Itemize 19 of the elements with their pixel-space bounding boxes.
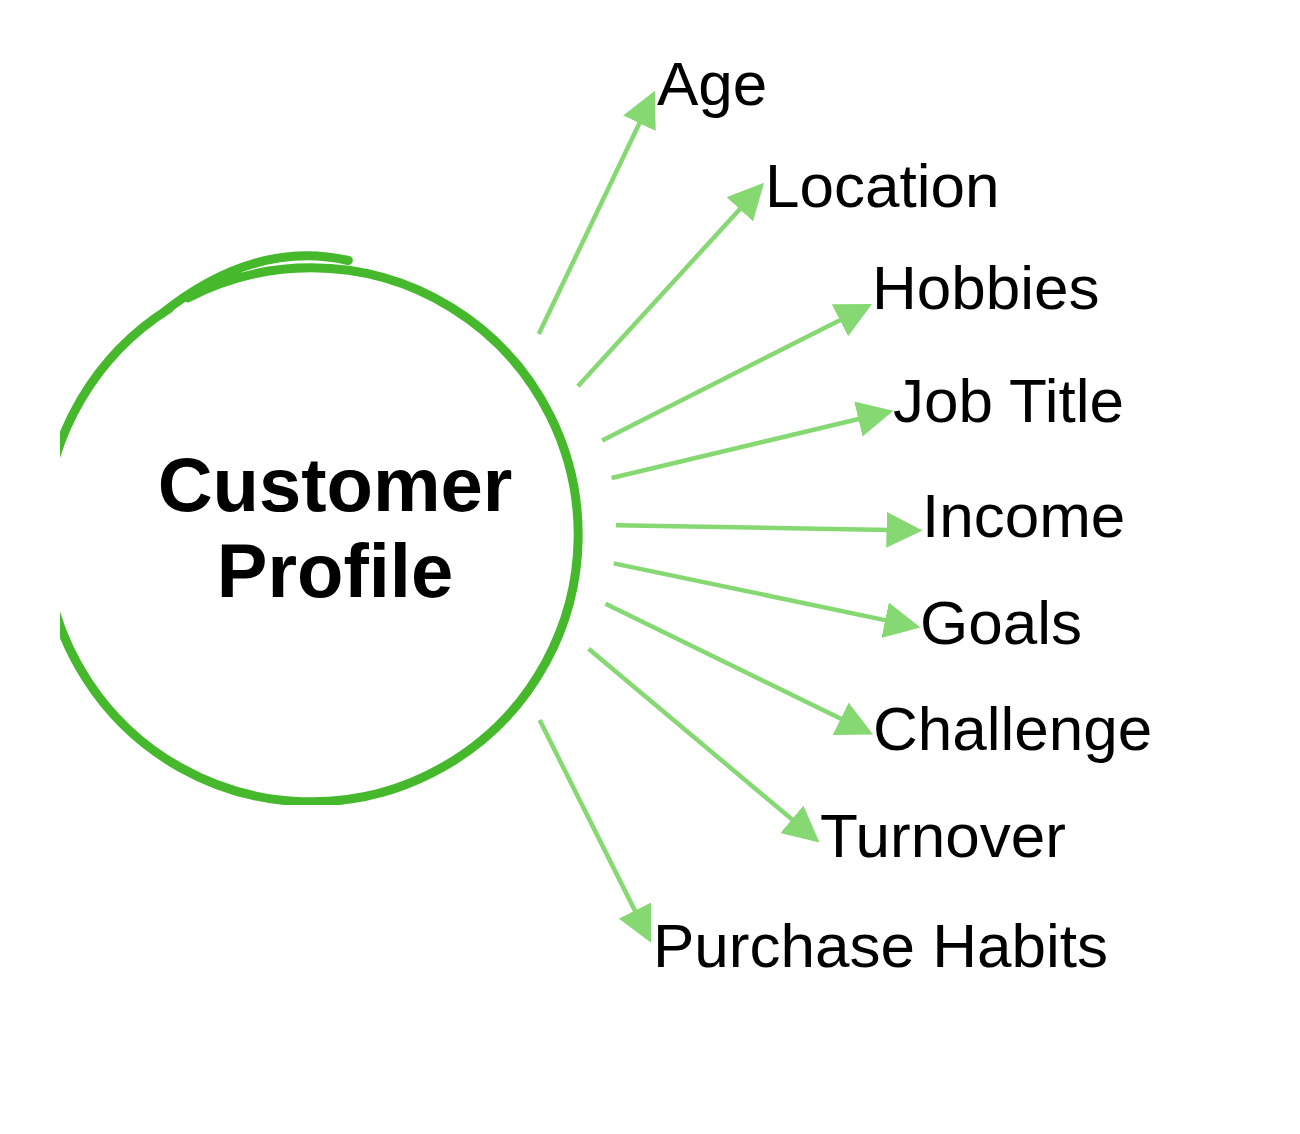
item-label: Income — [922, 480, 1126, 552]
arrow — [604, 601, 874, 735]
arrow — [536, 90, 656, 335]
item-label: Goals — [920, 587, 1082, 659]
node-title: Customer Profile — [156, 441, 514, 614]
arrow — [601, 303, 872, 443]
arrow — [576, 182, 765, 388]
item-label: Location — [765, 150, 1000, 222]
item-label: Age — [657, 48, 768, 120]
arrow — [537, 719, 651, 943]
item-label: Challenge — [873, 693, 1153, 765]
item-label: Turnover — [820, 800, 1066, 872]
arrow — [611, 401, 894, 481]
arrow — [615, 511, 923, 548]
item-label: Purchase Habits — [653, 910, 1108, 982]
arrow — [587, 646, 820, 843]
arrow — [613, 561, 921, 638]
item-label: Hobbies — [872, 252, 1100, 324]
item-label: Job Title — [893, 365, 1124, 437]
